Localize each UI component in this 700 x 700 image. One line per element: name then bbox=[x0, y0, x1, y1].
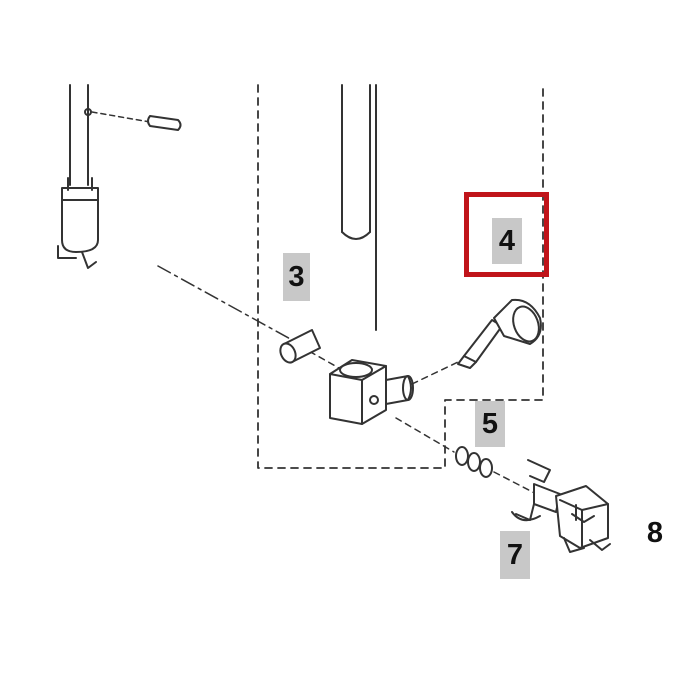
vertical-shaft bbox=[341, 84, 377, 331]
callout-3: 3 bbox=[283, 253, 310, 301]
left-valve-assembly bbox=[57, 84, 99, 269]
spring-part bbox=[455, 446, 493, 478]
small-pin bbox=[147, 115, 182, 131]
clip-part bbox=[511, 459, 561, 522]
dash-line-left-pin bbox=[91, 111, 151, 123]
sleeve-part bbox=[279, 329, 321, 364]
bolt-part bbox=[457, 298, 542, 369]
dash-line-bolt bbox=[411, 361, 459, 385]
callout-8: 8 bbox=[646, 516, 664, 549]
callout-4: 4 bbox=[492, 218, 522, 264]
highlight-box-4 bbox=[464, 192, 549, 277]
clamp-block bbox=[329, 359, 414, 425]
callout-7: 7 bbox=[500, 531, 530, 579]
bracket-part bbox=[555, 485, 611, 553]
dashed-boundary bbox=[257, 84, 544, 469]
callout-5: 5 bbox=[475, 401, 505, 447]
axis-line-diagonal bbox=[157, 265, 295, 342]
